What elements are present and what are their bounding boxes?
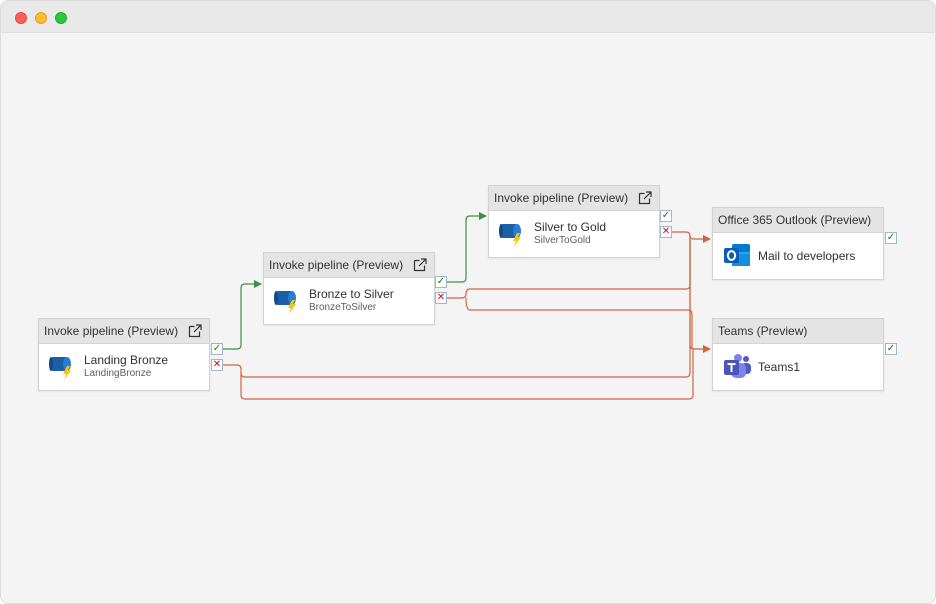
on-success-port[interactable]: ✓ [660, 210, 672, 222]
success-link-landing-to-bronze[interactable] [223, 280, 262, 350]
activity-node-teams[interactable]: Teams (Preview) Teams1 [712, 318, 884, 391]
on-failure-port[interactable]: ✕ [211, 359, 223, 371]
failure-link-bronze-to-teams[interactable] [465, 297, 693, 349]
activity-type-label: Invoke pipeline (Preview) [269, 258, 404, 272]
activity-name: Landing Bronze [84, 353, 169, 367]
outlook-icon [724, 244, 750, 266]
open-external-icon[interactable] [412, 257, 428, 273]
activity-type-label: Invoke pipeline (Preview) [494, 191, 629, 205]
close-window-button[interactable] [15, 12, 27, 24]
failure-link-landing-to-outlook[interactable] [223, 239, 691, 378]
activity-type-label: Office 365 Outlook (Preview) [718, 213, 872, 227]
activity-type-label: Teams (Preview) [718, 324, 808, 338]
activity-name: Mail to developers [758, 249, 856, 263]
activity-node-landing-bronze[interactable]: Invoke pipeline (Preview) Landing Bronze… [38, 318, 210, 391]
maximize-window-button[interactable] [55, 12, 67, 24]
pipeline-icon [49, 357, 71, 380]
teams-icon [724, 354, 751, 378]
activity-name: Teams1 [758, 360, 801, 374]
title-bar [1, 1, 935, 33]
minimize-window-button[interactable] [35, 12, 47, 24]
on-success-port[interactable]: ✓ [211, 343, 223, 355]
activity-node-header: Invoke pipeline (Preview) [489, 186, 659, 211]
activity-node-header: Teams (Preview) [713, 319, 883, 344]
on-failure-port[interactable]: ✕ [660, 226, 672, 238]
success-link-bronze-to-silver[interactable] [447, 212, 487, 283]
pipeline-icon [499, 224, 521, 247]
failure-link-silver-to-outlook[interactable] [672, 231, 711, 243]
activity-node-header: Invoke pipeline (Preview) [39, 319, 209, 344]
on-success-port[interactable]: ✓ [435, 276, 447, 288]
activity-node-silver-to-gold[interactable]: Invoke pipeline (Preview) Silver to Gold… [488, 185, 660, 258]
open-external-icon[interactable] [637, 190, 653, 206]
failure-link-bronze-to-outlook[interactable] [447, 239, 691, 299]
pipeline-name: BronzeToSilver [309, 302, 377, 313]
on-failure-port[interactable]: ✕ [435, 292, 447, 304]
activity-node-bronze-to-silver[interactable]: Invoke pipeline (Preview) Bronze to Silv… [263, 252, 435, 325]
pipeline-name: SilverToGold [534, 235, 591, 246]
open-external-icon[interactable] [187, 323, 203, 339]
activity-node-header: Office 365 Outlook (Preview) [713, 208, 883, 233]
on-success-port[interactable]: ✓ [885, 343, 897, 355]
failure-link-landing-to-teams[interactable] [240, 349, 694, 400]
activity-name: Silver to Gold [534, 220, 607, 234]
activity-node-outlook[interactable]: Office 365 Outlook (Preview) Mail to dev… [712, 207, 884, 280]
activity-name: Bronze to Silver [309, 287, 394, 301]
pipeline-name: LandingBronze [84, 368, 152, 379]
on-success-port[interactable]: ✓ [885, 232, 897, 244]
activity-type-label: Invoke pipeline (Preview) [44, 324, 179, 338]
activity-node-header: Invoke pipeline (Preview) [264, 253, 434, 278]
pipeline-icon [274, 291, 296, 314]
failure-link-silver-to-teams[interactable] [689, 236, 711, 353]
